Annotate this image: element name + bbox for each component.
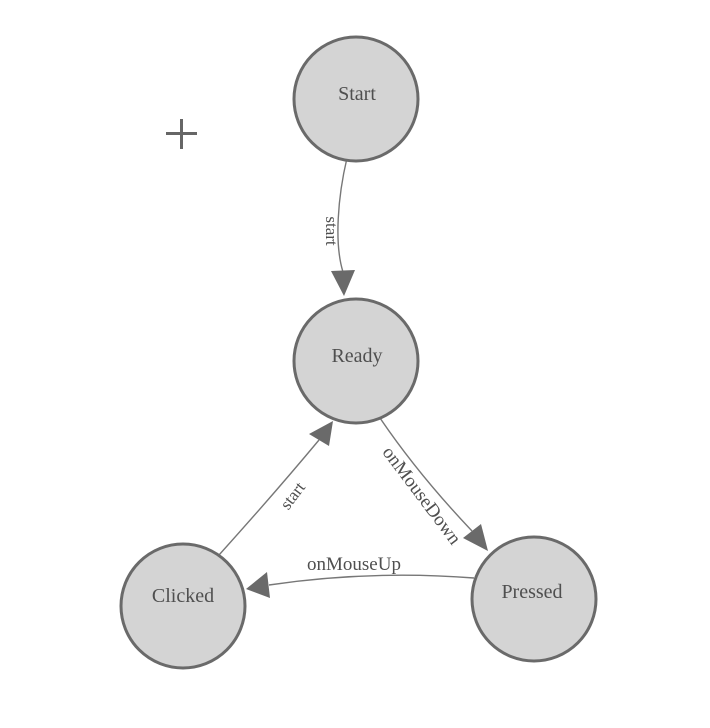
state-node-label: Ready	[331, 345, 382, 367]
transition-label: onMouseUp	[307, 554, 401, 575]
transition-arrowhead-icon	[309, 421, 333, 446]
transition-arrowhead-icon	[463, 524, 488, 551]
state-node-circle[interactable]	[119, 542, 247, 670]
transition-arrowhead-icon	[246, 572, 270, 598]
transition-label: start	[276, 478, 309, 513]
crosshair-cursor-icon	[166, 119, 197, 149]
state-node-ready[interactable]: Ready	[292, 297, 420, 425]
transition-start-to-ready[interactable]: start	[322, 157, 355, 296]
transition-pressed-to-clicked[interactable]: onMouseUp	[246, 554, 475, 598]
transition-clicked-to-ready[interactable]: start	[218, 421, 333, 556]
transition-line[interactable]	[268, 574, 475, 586]
state-node-circle[interactable]	[292, 35, 420, 163]
transition-line[interactable]	[218, 439, 320, 556]
transition-label: onMouseDown	[378, 443, 466, 550]
state-node-circle[interactable]	[292, 297, 420, 425]
transition-arrowhead-icon	[331, 270, 355, 296]
state-node-label: Start	[338, 83, 376, 105]
state-node-clicked[interactable]: Clicked	[119, 542, 247, 670]
state-node-pressed[interactable]: Pressed	[470, 535, 598, 663]
state-node-label: Pressed	[501, 581, 562, 603]
transition-label: start	[322, 216, 341, 246]
state-node-circle[interactable]	[470, 535, 598, 663]
transition-line[interactable]	[379, 417, 473, 532]
transition-line[interactable]	[337, 157, 348, 273]
state-node-label: Clicked	[152, 585, 214, 607]
transition-ready-to-pressed[interactable]: onMouseDown	[378, 417, 488, 551]
state-node-start[interactable]: Start	[292, 35, 420, 163]
